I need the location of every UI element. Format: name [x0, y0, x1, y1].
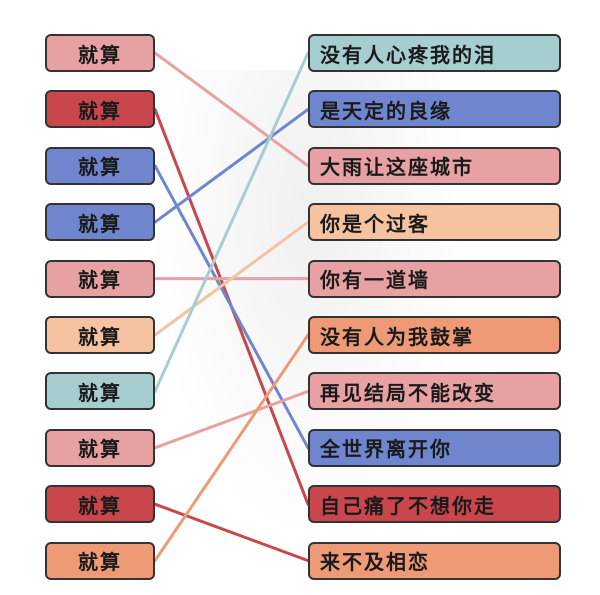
connection-line-6	[153, 220, 310, 337]
right-tile-9[interactable]: 自己痛了不想你走	[308, 485, 561, 524]
left-tile-9[interactable]: 就算	[45, 485, 155, 524]
connection-line-4	[153, 107, 310, 224]
left-tile-7[interactable]: 就算	[45, 372, 155, 411]
left-tile-1[interactable]: 就算	[45, 34, 155, 72]
connection-line-8	[153, 389, 310, 450]
left-tile-2[interactable]: 就算	[45, 90, 155, 129]
connection-line-1	[153, 51, 310, 168]
right-tile-8[interactable]: 全世界离开你	[308, 428, 561, 467]
left-tile-8[interactable]: 就算	[45, 428, 155, 467]
left-tile-4[interactable]: 就算	[45, 203, 155, 242]
connection-line-10	[153, 333, 310, 563]
right-tile-7[interactable]: 再见结局不能改变	[308, 372, 561, 411]
right-tile-10[interactable]: 来不及相恋	[308, 541, 561, 580]
right-tile-2[interactable]: 是天定的良缘	[308, 90, 561, 129]
left-tile-5[interactable]: 就算	[45, 259, 155, 298]
left-tile-3[interactable]: 就算	[45, 146, 155, 185]
connection-line-9	[153, 502, 310, 563]
right-tile-6[interactable]: 没有人为我鼓掌	[308, 316, 561, 354]
right-tile-3[interactable]: 大雨让这座城市	[308, 146, 561, 185]
left-tile-6[interactable]: 就算	[45, 316, 155, 354]
connection-line-3	[153, 164, 310, 450]
right-tile-1[interactable]: 没有人心疼我的泪	[308, 34, 561, 72]
right-tile-5[interactable]: 你有一道墙	[308, 259, 561, 298]
right-tile-4[interactable]: 你是个过客	[308, 203, 561, 242]
left-tile-10[interactable]: 就算	[45, 541, 155, 580]
connection-line-7	[153, 51, 310, 393]
